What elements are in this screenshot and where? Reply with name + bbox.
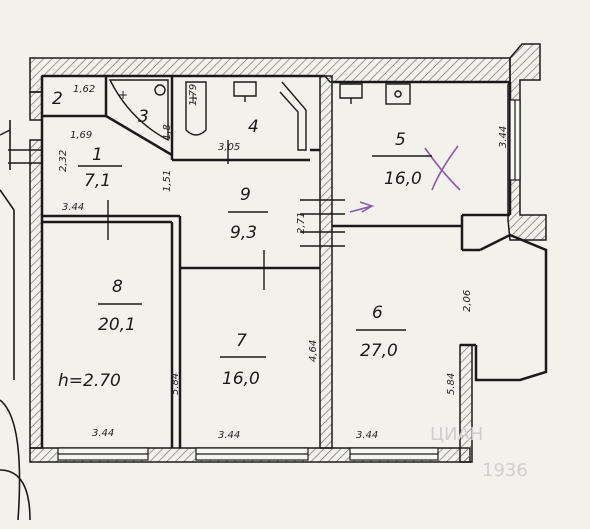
sink-icon — [185, 81, 207, 136]
dim-5-84-room8: 5.84 — [170, 373, 181, 395]
shower-icon — [279, 81, 307, 151]
neighbor-walls — [0, 120, 31, 521]
room-1-area: 7,1 — [84, 171, 111, 191]
room-7-area: 16,0 — [222, 369, 260, 389]
room-1-number: 1 — [92, 145, 103, 165]
room-5-number: 5 — [395, 130, 406, 150]
stove-icon — [385, 83, 411, 105]
watermark-id: 1936 — [482, 460, 528, 481]
door-markers — [0, 129, 345, 290]
dim-2-32: 2,32 — [58, 150, 69, 172]
room-7-number: 7 — [236, 331, 247, 351]
room-6-number: 6 — [372, 303, 383, 323]
room-4-number: 4 — [248, 117, 259, 137]
watermark: ЦИАН 1936 — [430, 424, 528, 481]
room-8-area: 20,1 — [98, 315, 136, 335]
kitchen-sink-icon — [339, 83, 363, 99]
dim-3-44-room6: 3.44 — [356, 430, 378, 441]
dim-2-06: 2,06 — [462, 290, 473, 312]
dim-1-8: 1,8 — [162, 124, 173, 140]
room-6-area: 27,0 — [360, 341, 398, 361]
plumbing-fixtures: + + — [108, 79, 411, 151]
dim-3-44-room8: 3.44 — [92, 428, 114, 439]
dim-5-84-room6: 5.84 — [446, 373, 457, 395]
svg-text:+: + — [188, 91, 198, 105]
dim-1-79: 1,79 — [188, 84, 199, 106]
dim-1-69: 1,69 — [70, 130, 92, 141]
walls — [40, 74, 548, 448]
room-labels: 2 3 4 1 7,1 5 16,0 9 9,3 8 20,1 6 27,0 7… — [52, 89, 432, 391]
dim-3-44-room7: 3.44 — [218, 430, 240, 441]
dim-2-71: 2,71 — [296, 212, 307, 234]
windows — [57, 99, 521, 461]
dim-1-62: 1,62 — [73, 84, 95, 95]
room-3-number: 3 — [138, 107, 149, 127]
washbasin-icon — [233, 81, 257, 97]
bathtub-icon — [108, 79, 169, 142]
room-8-number: 8 — [112, 277, 123, 297]
svg-text:+: + — [118, 88, 128, 102]
dim-3-44-room1: 3.44 — [62, 202, 84, 213]
room-5-area: 16,0 — [384, 169, 422, 189]
watermark-brand: ЦИАН — [430, 424, 483, 445]
dimension-labels: 1,62 1,79 1,69 1,8 3,05 2,32 1,51 3.44 3… — [58, 84, 509, 441]
toilet-icon — [154, 84, 166, 96]
dim-3-05: 3,05 — [218, 142, 240, 153]
ceiling-height: h=2.70 — [58, 371, 121, 391]
dim-4-64: 4,64 — [308, 340, 319, 362]
room-9-area: 9,3 — [230, 223, 257, 243]
pen-marks — [349, 145, 461, 213]
room-9-number: 9 — [240, 185, 251, 205]
dim-3-44-room5: 3.44 — [498, 126, 509, 148]
room-2-number: 2 — [52, 89, 63, 109]
dim-1-51: 1,51 — [162, 170, 173, 192]
